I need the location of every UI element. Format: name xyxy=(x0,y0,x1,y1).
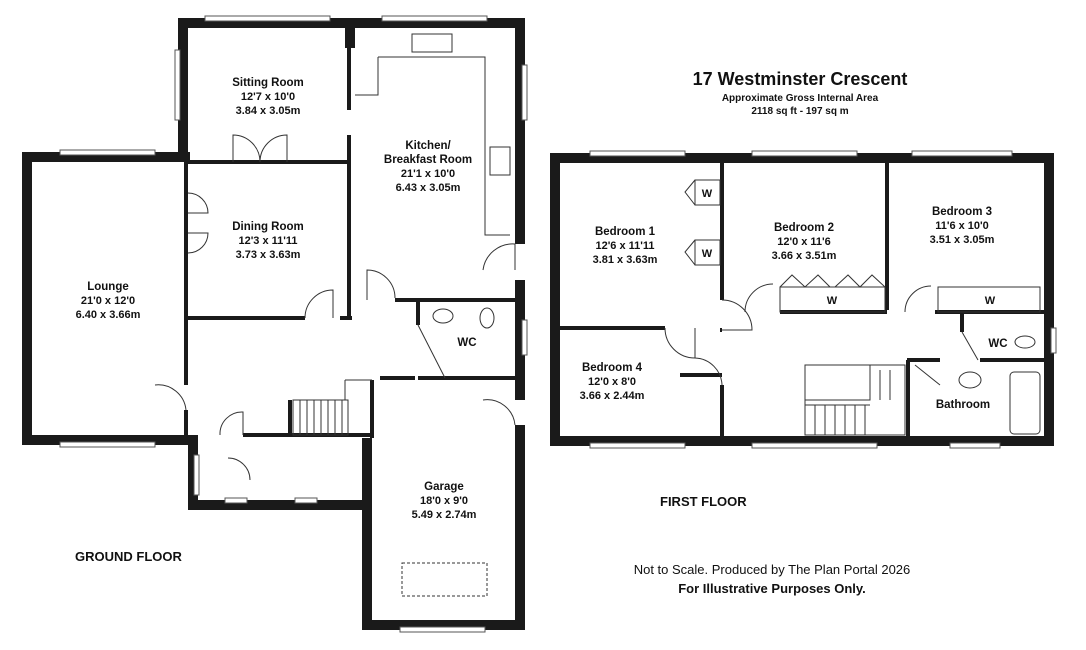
bedroom3-metric: 3.51 x 3.05m xyxy=(930,234,995,246)
wardrobe-label-3: W xyxy=(827,295,838,307)
plan-header: 17 Westminster Crescent Approximate Gros… xyxy=(693,69,908,117)
kitchen-imperial: 21'1 x 10'0 xyxy=(401,168,455,180)
kitchen-name-line2: Breakfast Room xyxy=(384,154,472,166)
first-floor-plan: Bedroom 1 12'6 x 11'11 3.81 x 3.63m Bedr… xyxy=(550,150,1057,509)
bedroom4-imperial: 12'0 x 8'0 xyxy=(588,376,636,388)
lounge-metric: 6.40 x 3.66m xyxy=(76,309,141,321)
wardrobe-label-4: W xyxy=(985,295,996,307)
first-floor-windows xyxy=(589,150,1057,449)
kitchen-label: Kitchen/ Breakfast Room 21'1 x 10'0 6.43… xyxy=(384,140,472,194)
property-title: 17 Westminster Crescent xyxy=(693,69,908,89)
sitting-room-name: Sitting Room xyxy=(232,77,304,89)
first-floor-title: FIRST FLOOR xyxy=(660,494,747,509)
ground-floor-outer-walls xyxy=(22,18,525,630)
dining-room-label: Dining Room 12'3 x 11'11 3.73 x 3.63m xyxy=(232,221,304,261)
garage-metric: 5.49 x 2.74m xyxy=(412,509,477,521)
ground-floor-title: GROUND FLOOR xyxy=(75,549,182,564)
sitting-room-imperial: 12'7 x 10'0 xyxy=(241,91,295,103)
plan-footer: Not to Scale. Produced by The Plan Porta… xyxy=(634,562,911,596)
bedroom2-label: Bedroom 2 12'0 x 11'6 3.66 x 3.51m xyxy=(772,222,837,262)
bedroom2-imperial: 12'0 x 11'6 xyxy=(777,236,831,248)
bedroom4-metric: 3.66 x 2.44m xyxy=(580,390,645,402)
illustrative-text: For Illustrative Purposes Only. xyxy=(678,581,866,596)
area-heading: Approximate Gross Internal Area xyxy=(722,93,879,104)
bedroom1-name: Bedroom 1 xyxy=(595,226,656,238)
garage-imperial: 18'0 x 9'0 xyxy=(420,495,468,507)
bedroom3-imperial: 11'6 x 10'0 xyxy=(935,220,989,232)
lounge-imperial: 21'0 x 12'0 xyxy=(81,295,135,307)
bedroom4-label: Bedroom 4 12'0 x 8'0 3.66 x 2.44m xyxy=(580,362,645,402)
garage-name: Garage xyxy=(424,481,464,493)
ground-floor-doors xyxy=(154,33,516,597)
bedroom1-metric: 3.81 x 3.63m xyxy=(593,254,658,266)
bedroom2-name: Bedroom 2 xyxy=(774,222,834,234)
sitting-room-metric: 3.84 x 3.05m xyxy=(236,105,301,117)
bedroom3-name: Bedroom 3 xyxy=(932,206,992,218)
wc-ground-name: WC xyxy=(457,337,476,349)
bedroom3-label: Bedroom 3 11'6 x 10'0 3.51 x 3.05m xyxy=(930,206,995,246)
wc-first-name: WC xyxy=(988,338,1007,350)
bathroom-name: Bathroom xyxy=(936,399,990,411)
wardrobe-label-1: W xyxy=(702,188,713,200)
kitchen-metric: 6.43 x 3.05m xyxy=(396,182,461,194)
wardrobe-label-2: W xyxy=(702,248,713,260)
bedroom1-imperial: 12'6 x 11'11 xyxy=(595,240,654,252)
bedroom1-label: Bedroom 1 12'6 x 11'11 3.81 x 3.63m xyxy=(593,226,658,266)
sitting-room-label: Sitting Room 12'7 x 10'0 3.84 x 3.05m xyxy=(232,77,304,117)
ground-floor-windows xyxy=(59,15,528,633)
disclaimer-text: Not to Scale. Produced by The Plan Porta… xyxy=(634,562,911,577)
garage-label: Garage 18'0 x 9'0 5.49 x 2.74m xyxy=(412,481,477,521)
first-floor-fixtures xyxy=(664,179,1041,436)
dining-room-metric: 3.73 x 3.63m xyxy=(236,249,301,261)
ground-floor-plan: Sitting Room 12'7 x 10'0 3.84 x 3.05m Ki… xyxy=(22,15,528,633)
dining-room-imperial: 12'3 x 11'11 xyxy=(238,235,297,247)
area-value: 2118 sq ft - 197 sq m xyxy=(751,106,848,117)
dining-room-name: Dining Room xyxy=(232,221,304,233)
lounge-label: Lounge 21'0 x 12'0 6.40 x 3.66m xyxy=(76,281,141,321)
bedroom4-name: Bedroom 4 xyxy=(582,362,643,374)
ground-floor-interior-walls xyxy=(184,28,517,438)
first-floor-outer-walls xyxy=(550,153,1054,446)
lounge-name: Lounge xyxy=(87,281,129,293)
kitchen-name-line1: Kitchen/ xyxy=(405,140,451,152)
bedroom2-metric: 3.66 x 3.51m xyxy=(772,250,837,262)
